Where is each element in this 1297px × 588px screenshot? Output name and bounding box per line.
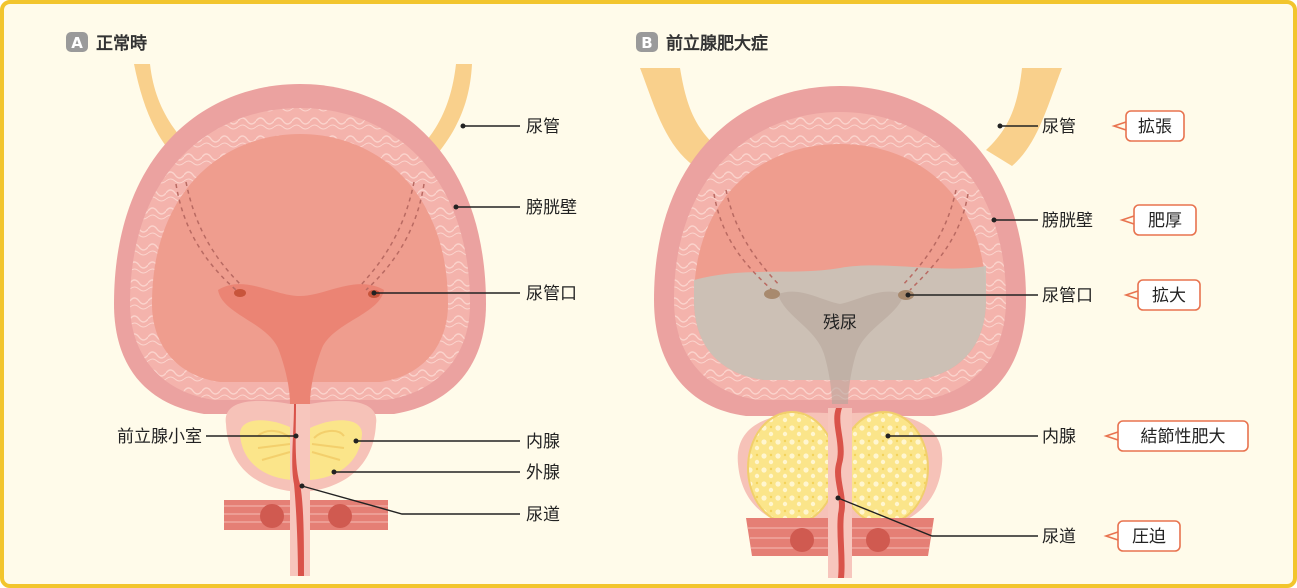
panel-a-label-outer-gland: 外腺 [526,463,560,483]
callout-ureter-orifice-text: 拡大 [1152,286,1186,306]
panel-a: A 正常時 尿管 膀胱 [66,32,577,576]
panel-b-label-ureter-orifice: 尿管口 [1042,286,1093,306]
panel-a-label-ureter: 尿管 [526,117,560,137]
panel-b-heading: B 前立腺肥大症 [636,32,768,54]
panel-b-label-ureter: 尿管 [1042,117,1076,137]
panel-a-label-prostatic-utricle: 前立腺小室 [117,427,202,447]
callout-ureter-orifice: 拡大 [1126,280,1200,310]
panel-b-badge-label: B [641,34,652,52]
panel-a-badge-label: A [71,34,83,52]
panel-a-title: 正常時 [96,33,147,54]
panel-b-left-nodular-gland [748,412,836,524]
panel-b-label-bladder-wall: 膀胱壁 [1042,211,1093,231]
panel-b: B 前立腺肥大症 残尿 尿管 [636,32,1248,578]
callout-urethra: 圧迫 [1106,521,1180,551]
callout-bladder-wall: 肥厚 [1122,205,1196,235]
callout-bladder-wall-text: 肥厚 [1148,211,1182,231]
panel-b-label-urethra: 尿道 [1042,527,1076,547]
panel-a-label-inner-gland: 内腺 [526,432,560,452]
callout-ureter-text: 拡張 [1138,117,1172,137]
callout-ureter: 拡張 [1114,111,1184,141]
panel-a-label-urethra: 尿道 [526,505,560,525]
callout-inner-gland: 結節性肥大 [1106,421,1248,451]
callout-urethra-text: 圧迫 [1132,527,1166,547]
panel-b-left-orifice [764,289,780,299]
panel-b-label-inner-gland: 内腺 [1042,427,1076,447]
panel-a-left-orifice [234,289,246,297]
panel-b-label-residual-urine: 残尿 [823,313,857,333]
panel-a-label-ureter-orifice: 尿管口 [526,284,577,304]
panel-b-title: 前立腺肥大症 [666,33,768,54]
panel-a-label-bladder-wall: 膀胱壁 [526,198,577,218]
panel-b-right-nodular-gland [840,412,928,524]
prostate-diagram: A 正常時 尿管 膀胱 [4,4,1293,584]
callout-inner-gland-text: 結節性肥大 [1141,427,1226,447]
panel-a-heading: A 正常時 [66,32,147,54]
